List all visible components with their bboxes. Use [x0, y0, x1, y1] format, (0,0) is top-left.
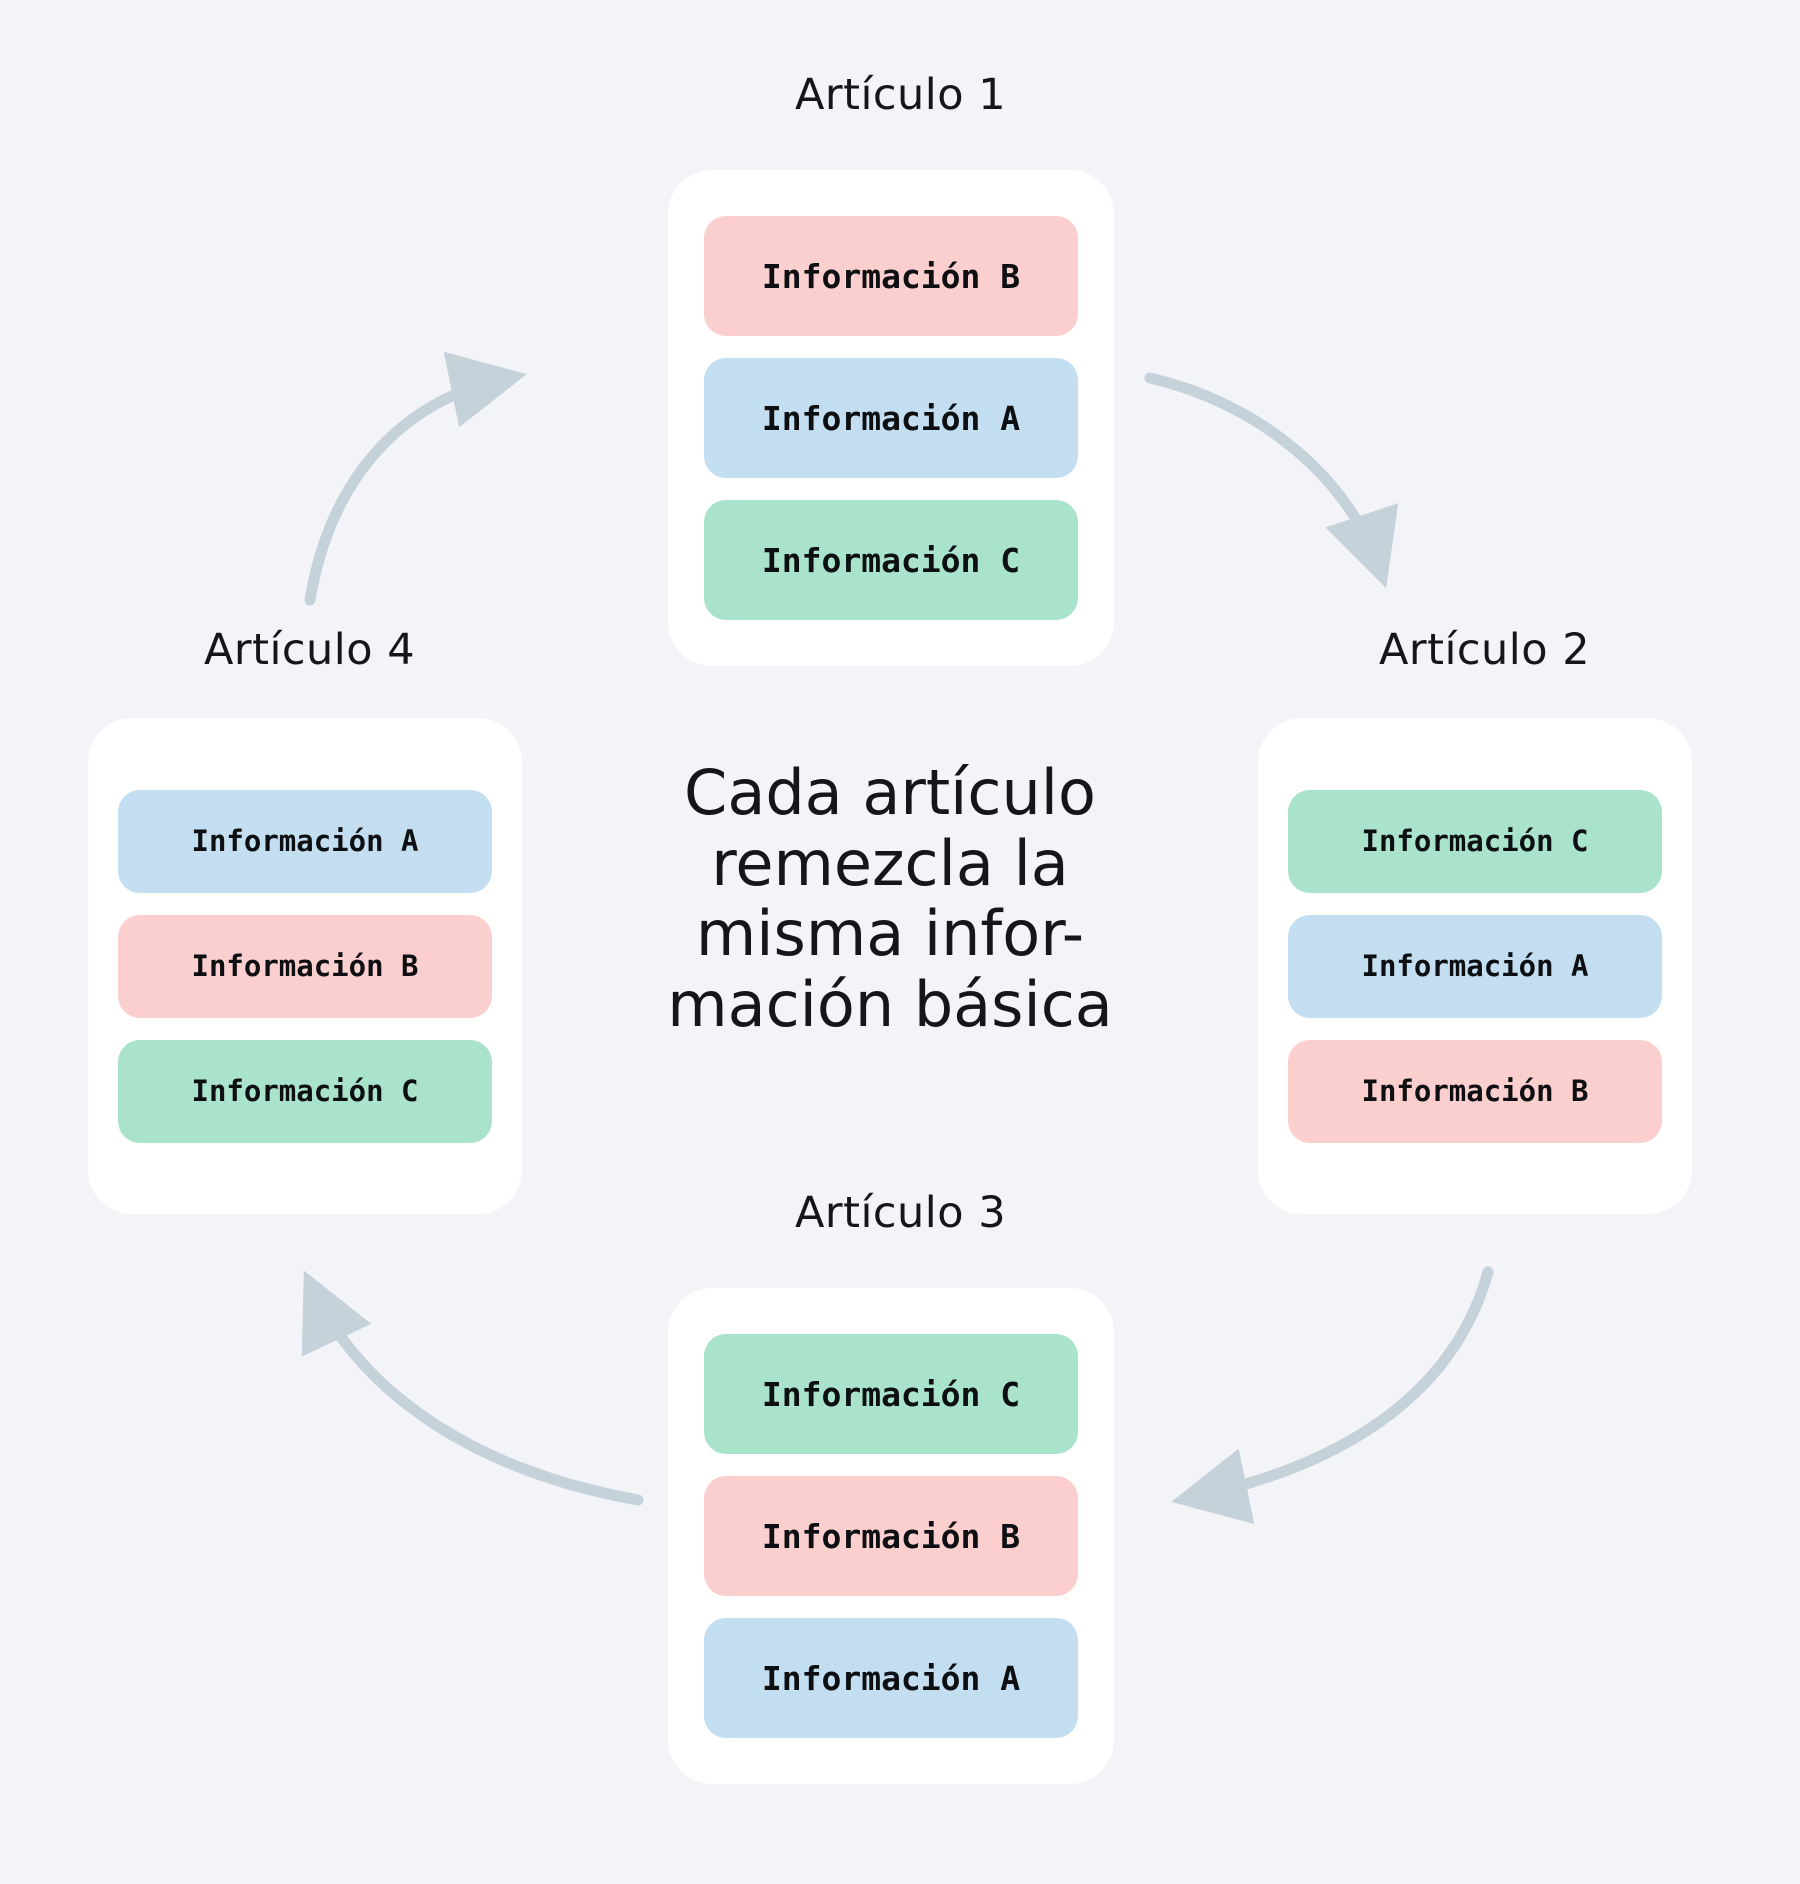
chip-informacion-c: Información C — [1288, 789, 1662, 893]
chip-informacion-b: Información B — [1288, 1039, 1662, 1143]
arrow-articulo4-to-articulo1 — [304, 351, 527, 606]
chip-informacion-c: Información C — [118, 1039, 492, 1143]
card-articulo-2[interactable]: Información C Información A Información … — [1258, 718, 1692, 1214]
chip-informacion-b: Información B — [118, 914, 492, 1018]
arrow-articulo2-to-articulo3 — [1171, 1266, 1494, 1524]
chip-informacion-a: Información A — [704, 358, 1078, 478]
node-label-articulo-1: Artículo 1 — [795, 70, 1007, 120]
card-articulo-3[interactable]: Información C Información B Información … — [668, 1288, 1114, 1784]
center-caption-line-1: Cada artículo — [684, 756, 1096, 829]
node-label-articulo-2: Artículo 2 — [1379, 625, 1591, 675]
arrow-articulo1-to-articulo2 — [1144, 372, 1399, 589]
center-caption-line-4: mación básica — [667, 968, 1113, 1042]
card-articulo-4[interactable]: Información A Información B Información … — [88, 718, 522, 1214]
chip-informacion-a: Información A — [118, 789, 492, 893]
arrow-articulo3-to-articulo4 — [301, 1270, 644, 1506]
node-label-articulo-4: Artículo 4 — [204, 625, 416, 675]
chip-informacion-c: Información C — [704, 500, 1078, 620]
chip-informacion-a: Información A — [704, 1618, 1078, 1738]
node-label-articulo-3: Artículo 3 — [795, 1188, 1007, 1238]
chip-informacion-a: Información A — [1288, 914, 1662, 1018]
chip-informacion-b: Información B — [704, 1476, 1078, 1596]
center-caption-line-2: remezcla la — [711, 826, 1069, 900]
center-caption-line-3: misma infor- — [695, 897, 1085, 971]
center-caption: Cada artículo remezcla la misma infor- m… — [632, 756, 1148, 1042]
chip-informacion-c: Información C — [704, 1334, 1078, 1454]
card-articulo-1[interactable]: Información B Información A Información … — [668, 170, 1114, 666]
chip-informacion-b: Información B — [704, 216, 1078, 336]
